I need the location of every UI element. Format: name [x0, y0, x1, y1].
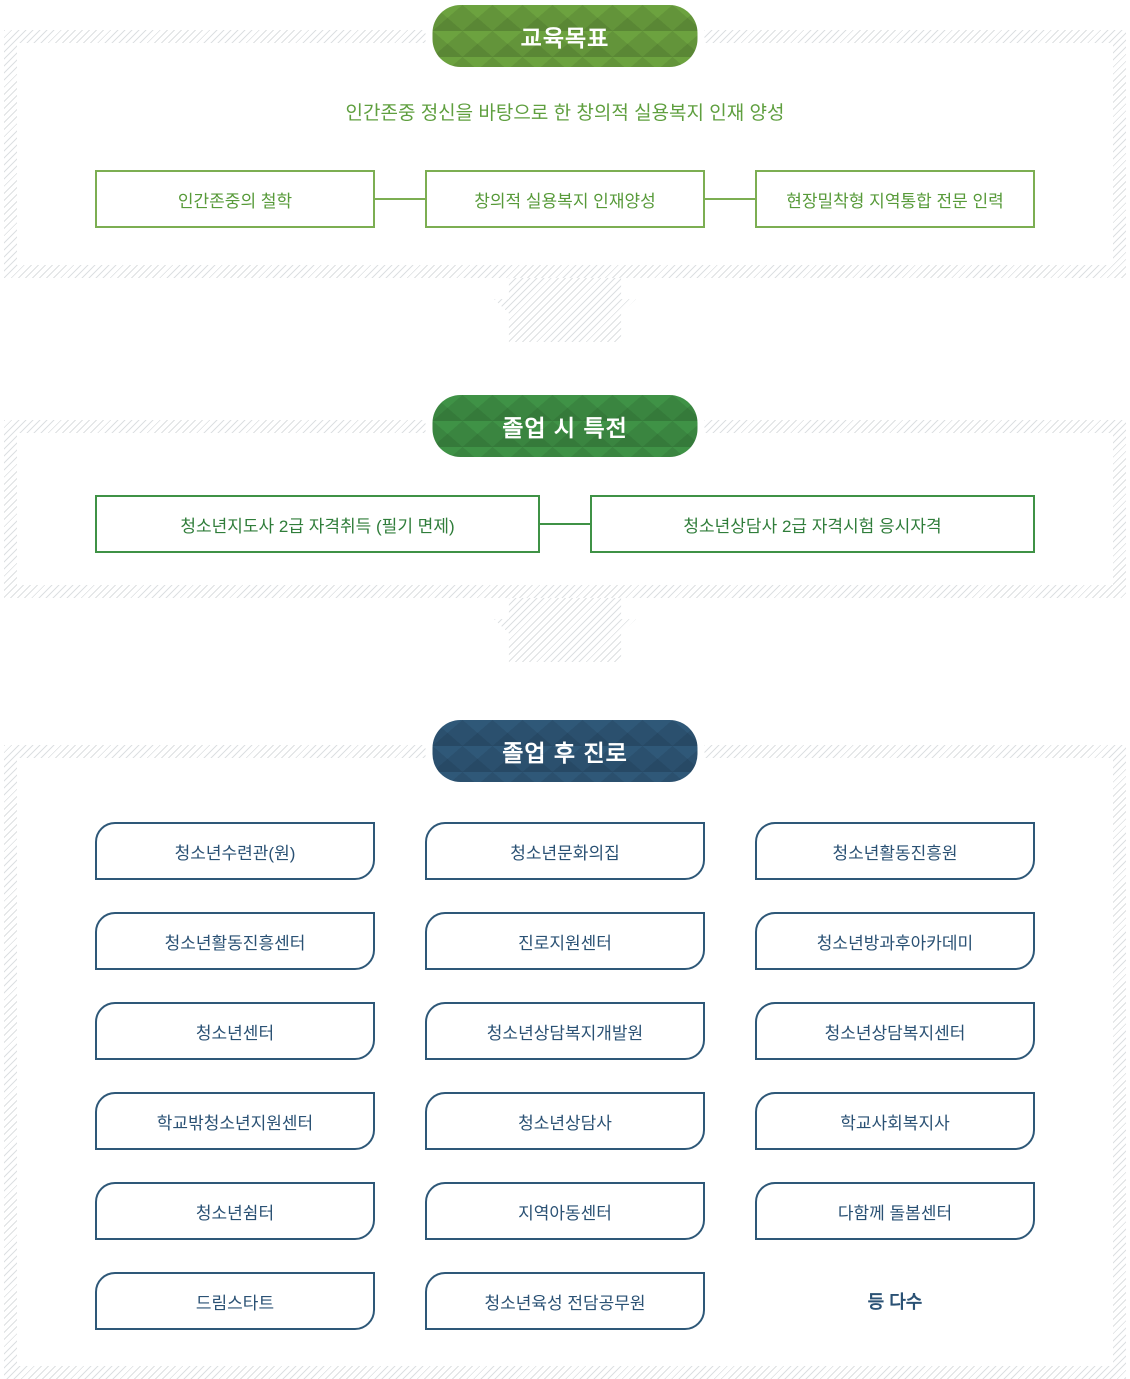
- career-box: 청소년활동진흥센터: [95, 912, 375, 970]
- section-career-paths: 졸업 후 진로 청소년수련관(원) 청소년문화의집 청소년활동진흥원 청소년활동…: [4, 720, 1126, 1379]
- career-box: 진로지원센터: [425, 912, 705, 970]
- career-box: 청소년쉼터: [95, 1182, 375, 1240]
- career-paths-badge: 졸업 후 진로: [432, 720, 698, 782]
- education-goal-box-row: 인간존중의 철학 창의적 실용복지 인재양성 현장밀착형 지역통합 전문 인력: [17, 170, 1113, 228]
- benefit-box-youth-leader: 청소년지도사 2급 자격취득 (필기 면제): [95, 495, 540, 553]
- graduation-benefits-body: 청소년지도사 2급 자격취득 (필기 면제) 청소년상담사 2급 자격시험 응시…: [17, 433, 1113, 585]
- career-box: 청소년활동진흥원: [755, 822, 1035, 880]
- education-goal-badge: 교육목표: [432, 5, 698, 67]
- graduation-benefits-badge: 졸업 시 특전: [432, 395, 698, 457]
- career-more-label: 등 다수: [867, 1292, 923, 1312]
- goal-box-philosophy: 인간존중의 철학: [95, 170, 375, 228]
- section-graduation-benefits: 졸업 시 특전 청소년지도사 2급 자격취득 (필기 면제) 청소년상담사 2급…: [4, 395, 1126, 598]
- career-box: 드림스타트: [95, 1272, 375, 1330]
- career-box: 청소년문화의집: [425, 822, 705, 880]
- career-box: 청소년상담복지센터: [755, 1002, 1035, 1060]
- down-arrow-connector: [494, 598, 636, 662]
- career-box: 청소년센터: [95, 1002, 375, 1060]
- career-box: 청소년상담사: [425, 1092, 705, 1150]
- connector-line: [705, 198, 755, 200]
- career-box: 다함께 돌봄센터: [755, 1182, 1035, 1240]
- career-box: 학교사회복지사: [755, 1092, 1035, 1150]
- benefit-box-youth-counselor: 청소년상담사 2급 자격시험 응시자격: [590, 495, 1035, 553]
- career-grid: 청소년수련관(원) 청소년문화의집 청소년활동진흥원 청소년활동진흥센터 진로지…: [17, 822, 1113, 1330]
- career-box: 청소년상담복지개발원: [425, 1002, 705, 1060]
- goal-box-field-expert: 현장밀착형 지역통합 전문 인력: [755, 170, 1035, 228]
- connector-line: [375, 198, 425, 200]
- education-goal-body: 인간존중 정신을 바탕으로 한 창의적 실용복지 인재 양성 인간존중의 철학 …: [17, 43, 1113, 265]
- career-box: 학교밖청소년지원센터: [95, 1092, 375, 1150]
- section-education-goal: 교육목표 인간존중 정신을 바탕으로 한 창의적 실용복지 인재 양성 인간존중…: [4, 5, 1126, 278]
- goal-box-talent: 창의적 실용복지 인재양성: [425, 170, 705, 228]
- career-box: 청소년수련관(원): [95, 822, 375, 880]
- career-box: 지역아동센터: [425, 1182, 705, 1240]
- education-goal-headline: 인간존중 정신을 바탕으로 한 창의적 실용복지 인재 양성: [345, 103, 785, 124]
- career-box: 청소년방과후아카데미: [755, 912, 1035, 970]
- career-paths-body: 청소년수련관(원) 청소년문화의집 청소년활동진흥원 청소년활동진흥센터 진로지…: [17, 758, 1113, 1366]
- graduation-benefits-box-row: 청소년지도사 2급 자격취득 (필기 면제) 청소년상담사 2급 자격시험 응시…: [17, 495, 1113, 553]
- career-box: 청소년육성 전담공무원: [425, 1272, 705, 1330]
- down-arrow-connector: [494, 278, 636, 342]
- connector-line: [540, 523, 590, 525]
